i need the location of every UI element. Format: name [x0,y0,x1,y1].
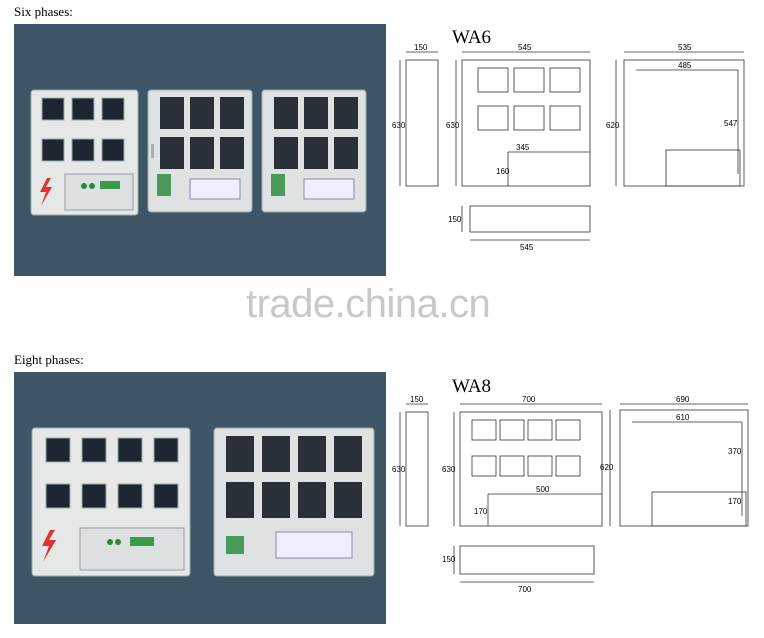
dim-lower-height: 170 [728,497,742,506]
dim-drawer-width: 500 [536,485,550,494]
dim-top-depth: 150 [442,555,456,564]
dim-inner-width: 610 [676,413,690,422]
dim-front-height: 630 [446,121,460,130]
technical-drawing-wa6: 150 630 545 630 345 160 535 485 547 620 … [392,44,745,252]
product-photo-eight-phases [14,372,386,624]
dim-side-width: 150 [410,396,424,404]
model-name-wa6: WA6 [452,27,492,48]
dim-inner-height: 547 [724,119,738,128]
dim-side-height: 630 [392,121,406,130]
section-label-eight-phases: Eight phases: [14,352,84,367]
section-label-six-phases: Six phases: [14,4,73,19]
dim-side-width: 150 [414,44,428,52]
dim-drawer-width: 345 [516,143,530,152]
dim-top-depth: 150 [448,215,462,224]
product-photo-six-phases [14,24,386,276]
dim-top-width: 700 [518,585,532,594]
dim-back-height: 620 [600,463,614,472]
dim-front-width: 700 [522,396,536,404]
dim-back-width: 535 [678,44,692,52]
dim-inner-width: 485 [678,61,692,70]
dim-front-height: 630 [442,465,456,474]
dim-drawer-height: 160 [496,167,510,176]
model-name-wa8: WA8 [452,376,492,397]
dim-front-width: 545 [518,44,532,52]
watermark: trade.china.cn [246,282,491,326]
dim-inner-height: 370 [728,447,742,456]
technical-drawing-wa8: 150 630 700 630 500 170 690 610 370 170 … [392,396,749,594]
dim-back-height: 620 [606,121,620,130]
dim-top-width: 545 [520,243,534,252]
dim-drawer-height: 170 [474,507,488,516]
dim-back-width: 690 [676,396,690,404]
dim-side-height: 630 [392,465,406,474]
